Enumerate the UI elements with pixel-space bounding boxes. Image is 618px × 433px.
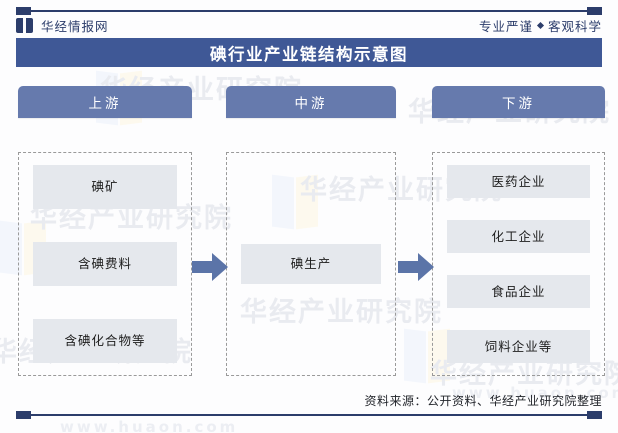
bottom-divider-rule (16, 411, 602, 419)
stage-label: 中游 (294, 96, 328, 112)
stage-body-downstream: 医药企业 化工企业 食品企业 饲料企业等 (432, 152, 605, 376)
rule-cap-right (587, 411, 602, 419)
right-arrow-icon (192, 252, 228, 282)
stage-header-downstream: 下游 (432, 86, 605, 118)
node-box: 食品企业 (447, 275, 590, 308)
stage-label: 上游 (88, 96, 122, 112)
brand-bar: 华经情报网 专业严谨 客观科学 (16, 14, 602, 36)
node-box: 化工企业 (447, 220, 590, 253)
rule-cap-left (16, 7, 31, 15)
node-box: 碘生产 (241, 244, 381, 284)
title-banner: 碘行业产业链结构示意图 (16, 38, 602, 67)
node-box: 医药企业 (447, 165, 590, 198)
watermark-site-text: www.huaon.com (60, 418, 239, 433)
node-box: 含碘化合物等 (33, 319, 177, 363)
node-box: 含碘费料 (33, 242, 177, 286)
stage-label: 下游 (502, 96, 535, 112)
top-divider-rule (16, 7, 602, 15)
brand-tagline: 专业严谨 客观科学 (479, 16, 602, 35)
stage-header-midstream: 中游 (226, 86, 396, 118)
tagline-left-text: 专业严谨 (478, 18, 533, 34)
brand-logo: 华经情报网 (16, 16, 109, 35)
node-box: 碘矿 (33, 165, 177, 209)
rule-cap-left (16, 411, 31, 419)
source-note: 资料来源：公开资料、华经产业研究院整理 (364, 394, 602, 408)
right-arrow-icon (398, 252, 434, 282)
diamond-separator-icon (536, 21, 545, 29)
brand-name: 华经情报网 (41, 18, 109, 34)
stage-body-midstream: 碘生产 (226, 152, 396, 376)
rule-cap-right (587, 7, 602, 15)
node-box: 饲料企业等 (447, 330, 590, 363)
open-book-icon (16, 17, 33, 33)
page-title: 碘行业产业链结构示意图 (210, 44, 408, 64)
stage-header-upstream: 上游 (18, 86, 192, 118)
stage-body-upstream: 碘矿 含碘费料 含碘化合物等 (18, 152, 192, 376)
tagline-right-text: 客观科学 (547, 18, 602, 34)
